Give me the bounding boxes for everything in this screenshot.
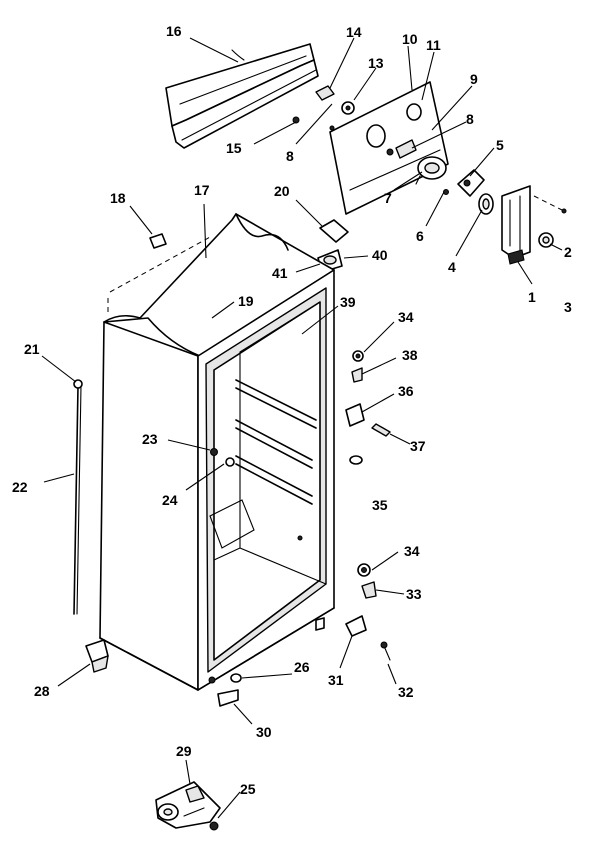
right-side-hardware [315,350,391,661]
part-label-36: 36 [398,383,414,399]
part-label-17: 17 [194,182,210,198]
part-label-24: 24 [162,492,178,508]
part-label-23: 23 [142,431,158,447]
part-label-38: 38 [402,347,418,363]
part-label-34a: 34 [398,309,414,325]
part-label-28: 28 [34,683,50,699]
part-labels: 16 14 13 10 11 9 8 5 15 8 7 6 4 2 1 3 17… [12,23,572,797]
refrigerator-cabinet [99,213,335,691]
part-label-13: 13 [368,55,384,71]
part-label-10: 10 [402,31,418,47]
top-cover-channel [165,43,319,149]
part-label-30: 30 [256,724,272,740]
part-label-37: 37 [410,438,426,454]
part-label-22: 22 [12,479,28,495]
part-label-8a: 8 [466,111,474,127]
part-label-5: 5 [496,137,504,153]
part-label-19: 19 [238,293,254,309]
control-panel-plate [329,81,449,215]
part-label-8b: 8 [286,148,294,164]
part-label-1: 1 [528,289,536,305]
light-housing [501,185,567,265]
thermostat [415,156,447,185]
knob-bracket [457,169,494,215]
part-label-7: 7 [384,190,392,206]
bottom-hardware [85,639,242,707]
part-label-35: 35 [372,497,388,513]
part-label-21: 21 [24,341,40,357]
part-label-11: 11 [426,37,441,53]
leader-lines [41,37,563,819]
drain-tube [73,379,83,615]
part-label-14: 14 [346,24,362,40]
part-label-39: 39 [340,294,356,310]
part-label-25: 25 [240,781,256,797]
part-label-41: 41 [272,265,288,281]
part-label-32: 32 [398,684,414,700]
part-label-9: 9 [470,71,478,87]
part-label-34b: 34 [404,543,420,559]
part-label-20: 20 [274,183,290,199]
part-label-4: 4 [448,259,456,275]
part-label-6: 6 [416,228,424,244]
part-label-31: 31 [328,672,344,688]
part-label-18: 18 [110,190,126,206]
part-label-26: 26 [294,659,310,675]
part-label-29: 29 [176,743,192,759]
part-label-16: 16 [166,23,182,39]
part-label-15: 15 [226,140,242,156]
bottom-hinge [155,781,221,831]
part-label-33: 33 [406,586,422,602]
part-label-40: 40 [372,247,388,263]
part-label-2: 2 [564,244,572,260]
part-label-3: 3 [564,299,572,315]
top-hardware [292,85,449,195]
